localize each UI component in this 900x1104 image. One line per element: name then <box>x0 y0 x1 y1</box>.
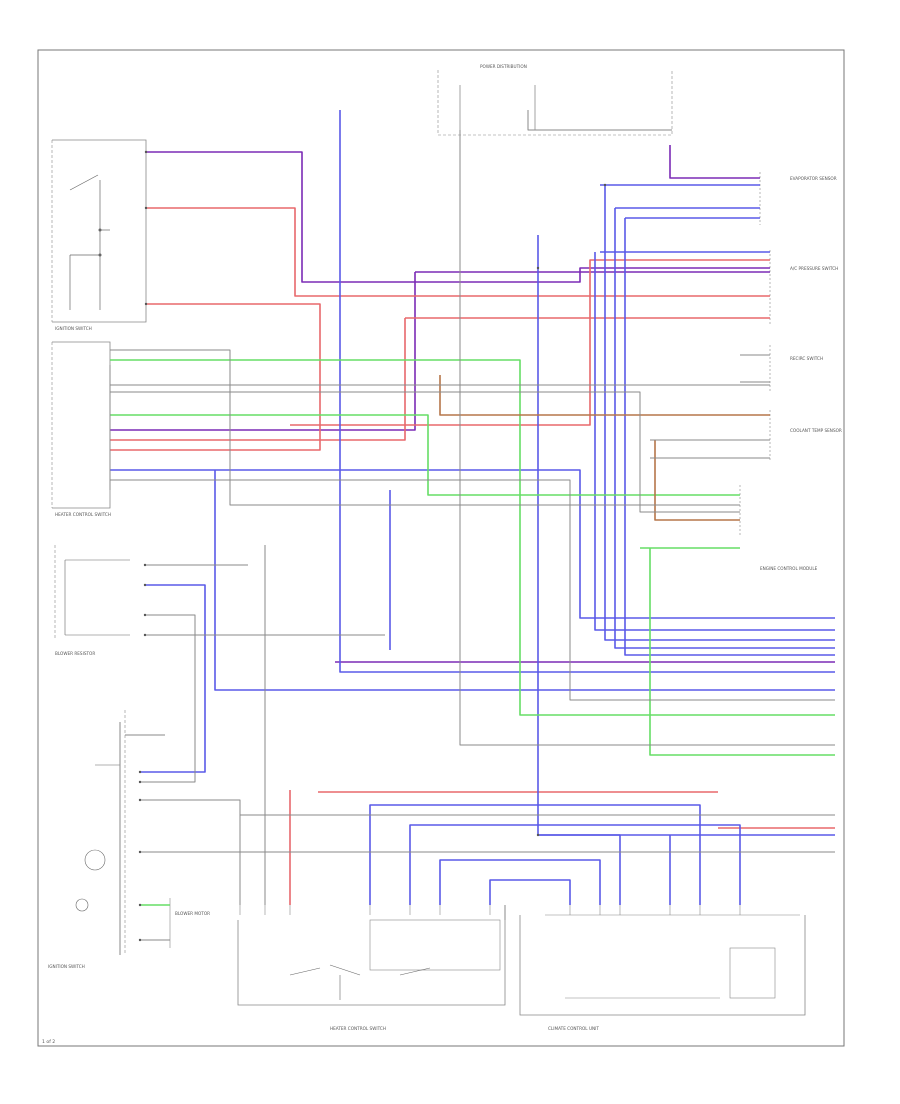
diagram-frame <box>37 49 845 1047</box>
wire-blue <box>439 859 601 905</box>
power-distribution-label: POWER DISTRIBUTION <box>480 64 527 69</box>
heater-control-switch-box: HEATER CONTROL SWITCH <box>51 341 111 517</box>
wire-blue <box>214 470 835 691</box>
ignition-switch-top: IGNITION SWITCH <box>51 139 147 331</box>
wire-brown <box>439 375 770 416</box>
wire-red <box>290 259 770 426</box>
ignition-switch-bottom-label: IGNITION SWITCH <box>48 964 85 969</box>
wire-gray <box>110 479 835 701</box>
blower-motor-label: BLOWER MOTOR <box>175 911 210 916</box>
wire-green <box>649 548 835 756</box>
blower-resistor-box: BLOWER RESISTOR <box>54 545 130 656</box>
wire-gray <box>527 110 672 131</box>
recirc-switch-label: RECIRC SWITCH <box>790 356 823 361</box>
wire-red <box>110 318 406 441</box>
wire-blue <box>624 218 835 656</box>
wire-gray <box>110 391 740 513</box>
splice-points <box>138 150 607 942</box>
wire-gray <box>459 130 835 746</box>
wire-gray <box>140 799 241 905</box>
wire-blue <box>339 110 835 673</box>
wire-violet <box>110 272 416 431</box>
climate-control-unit-box: CLIMATE CONTROL UNIT <box>519 914 806 1031</box>
wire-red <box>110 303 321 451</box>
wire-red <box>146 207 770 297</box>
wire-green <box>110 414 740 496</box>
wire-blue <box>140 584 206 773</box>
engine-control-module-label: ENGINE CONTROL MODULE <box>760 566 818 571</box>
ac-pressure-switch-label: A/C PRESSURE SWITCH <box>790 266 838 271</box>
wire-brown <box>654 440 740 521</box>
evaporator-sensor-label: EVAPORATOR SENSOR <box>790 176 837 181</box>
power-distribution-box: POWER DISTRIBUTION <box>437 64 673 136</box>
heater-control-assembly-label: HEATER CONTROL SWITCH <box>330 1026 386 1031</box>
terminal-stubs <box>239 905 741 915</box>
wire-blue <box>409 824 741 905</box>
wire-blue <box>594 252 835 631</box>
corner-tag: 1 of 2 <box>42 1039 55 1045</box>
wire-harness <box>109 110 835 955</box>
wire-blue <box>604 185 835 641</box>
ignition-switch-bottom: IGNITION SWITCH <box>48 710 126 969</box>
right-side-connectors: EVAPORATOR SENSOR A/C PRESSURE SWITCH RE… <box>739 172 842 571</box>
wire-blue <box>614 208 835 649</box>
heater-control-switch-label: HEATER CONTROL SWITCH <box>55 512 111 517</box>
wire-gray <box>140 614 196 783</box>
wire-blue <box>110 469 835 619</box>
ignition-switch-top-label: IGNITION SWITCH <box>55 326 92 331</box>
climate-control-unit-label: CLIMATE CONTROL UNIT <box>548 1026 599 1031</box>
blower-resistor-label: BLOWER RESISTOR <box>55 651 95 656</box>
wire-blue <box>489 879 571 905</box>
heater-control-assembly: HEATER CONTROL SWITCH <box>237 919 506 1031</box>
wire-green <box>110 359 835 716</box>
wire-violet <box>669 145 760 179</box>
wire-blue <box>369 804 701 905</box>
blower-motor-box: BLOWER MOTOR <box>169 898 210 948</box>
coolant-temp-label: COOLANT TEMP SENSOR <box>790 428 842 433</box>
wire-violet <box>146 151 770 283</box>
wire-gray <box>110 349 740 506</box>
